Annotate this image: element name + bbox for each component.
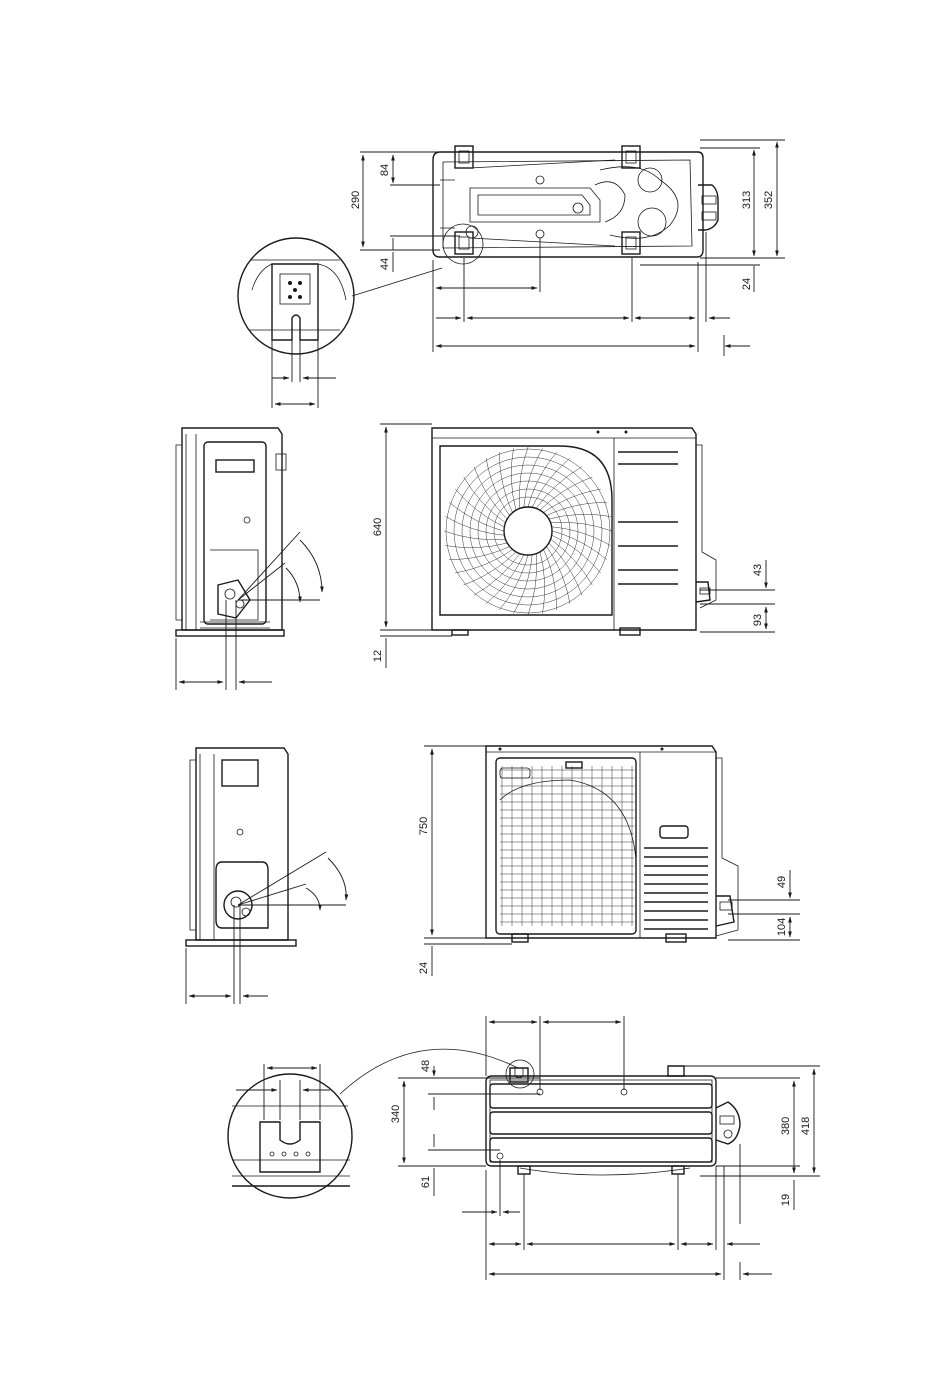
top-view-small-unit: 290 84 44 313 352 24 bbox=[238, 140, 785, 408]
louvers-large bbox=[644, 848, 708, 929]
front-view-large-unit: 750 24 49 104 bbox=[418, 746, 800, 976]
dim-313: 313 bbox=[741, 191, 753, 209]
dim-43: 43 bbox=[752, 564, 764, 576]
grille-large bbox=[500, 762, 634, 926]
dim-12: 12 bbox=[372, 650, 384, 662]
dim-24-front: 24 bbox=[418, 962, 430, 974]
dim-49: 49 bbox=[776, 876, 788, 888]
dim-104: 104 bbox=[776, 918, 788, 936]
side-view-large-unit bbox=[186, 748, 346, 1004]
dim-340: 340 bbox=[390, 1105, 402, 1123]
dim-380: 380 bbox=[780, 1117, 792, 1135]
dim-418: 418 bbox=[800, 1117, 812, 1135]
front-view-small-unit: 640 12 43 93 bbox=[372, 424, 775, 668]
dim-352: 352 bbox=[763, 191, 775, 209]
dim-24-top: 24 bbox=[741, 278, 753, 290]
dim-84: 84 bbox=[379, 164, 391, 176]
dim-44: 44 bbox=[379, 258, 391, 270]
side-view-small-unit bbox=[176, 428, 322, 690]
dim-290: 290 bbox=[350, 191, 362, 209]
dim-750: 750 bbox=[418, 817, 430, 835]
dim-93: 93 bbox=[752, 614, 764, 626]
dim-19: 19 bbox=[780, 1194, 792, 1206]
dim-48: 48 bbox=[420, 1060, 432, 1072]
dim-61: 61 bbox=[420, 1176, 432, 1188]
top-view-large-unit: 48 340 61 380 418 19 bbox=[228, 1016, 820, 1280]
dim-640: 640 bbox=[372, 518, 384, 536]
